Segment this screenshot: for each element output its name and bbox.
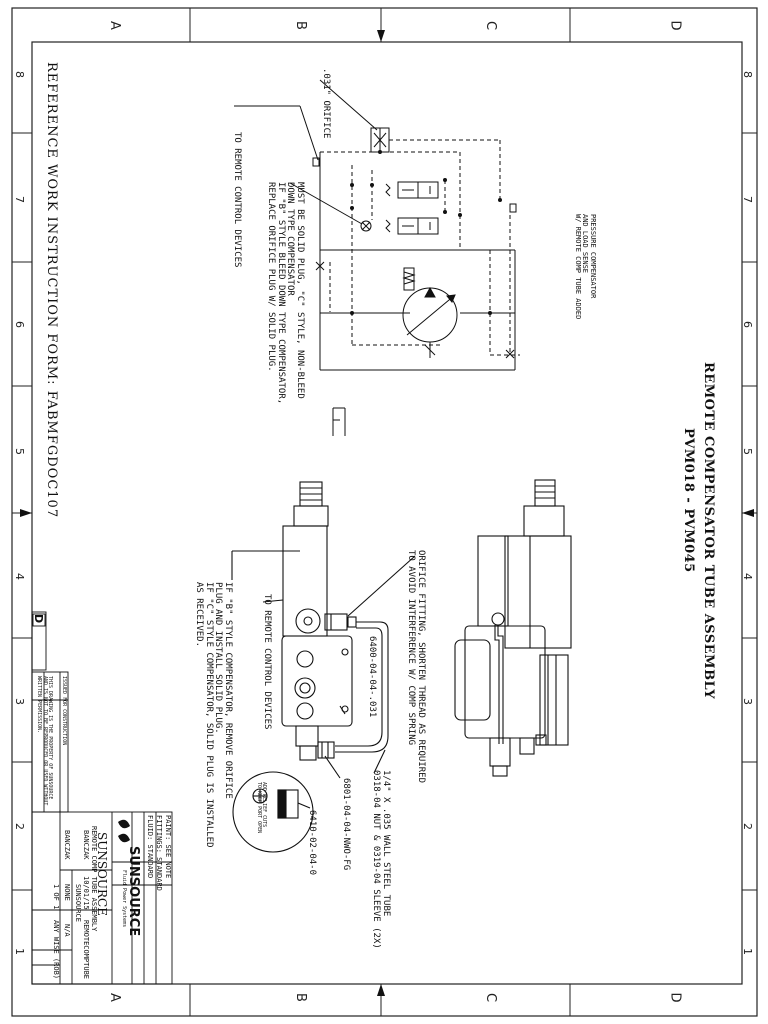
drawing-title: REMOTE COMPENSATOR TUBE ASSEMBLY: [701, 362, 716, 700]
zone-8-left: 8: [13, 71, 26, 78]
relief-cuts-note: ADD RELIEF CUTS TO KEEP PORT OPEN: [255, 782, 267, 834]
orifice-label: .031" ORIFICE: [321, 68, 331, 139]
zone-2-right: 2: [741, 823, 754, 830]
title-block: [31, 611, 173, 985]
tb-drawing-size: ANY WISE (ROB): [52, 920, 60, 980]
zone-6-left: 6: [13, 321, 26, 328]
remote-control-label-bottom: TO REMOTE CONTROL DEVICES: [262, 594, 272, 730]
side-view: [454, 479, 572, 777]
part-6400-label: 6400-04-04-.031: [367, 636, 377, 718]
zone-c-bottom: C: [483, 992, 499, 1003]
tb-fittings: FITTINGS: STANDARD: [155, 815, 163, 891]
zone-5-right: 5: [741, 448, 754, 455]
size-badge: D: [32, 614, 45, 624]
zone-d-top: D: [667, 20, 683, 31]
zone-a-top: A: [106, 21, 122, 30]
hydraulic-schematic: [234, 79, 520, 436]
tb-title-text: REMOTE COMP TUBE ASSEMBLY: [90, 826, 98, 932]
part-6801-label: 6801-04-04-NWO-FG: [341, 778, 351, 871]
tb-rev-entry: ISSUED FOR CONSTRUCTION: [61, 676, 67, 746]
tb-paint: PAINT: SEE NOTE: [164, 815, 172, 879]
outer-border: [11, 7, 758, 1017]
sunsource-logo-mark: [118, 819, 130, 843]
detail-circle: [232, 771, 314, 853]
tb-checked-by: BANCZAK: [63, 830, 71, 860]
zone-7-right: 7: [741, 196, 754, 203]
zone-6-right: 6: [741, 321, 754, 328]
zone-b-top: B: [292, 21, 308, 30]
tb-date: 10/01/15: [82, 876, 90, 910]
tube-note: 1/4" X .035 WALL STEEL TUBE 0318-04 NUT …: [371, 770, 391, 949]
solid-plug-note: MUST BE SOLID PLUG, "C" STYLE, NON-BLEED…: [265, 182, 305, 405]
zone-1-left: 1: [13, 948, 26, 955]
zone-2-left: 2: [13, 823, 26, 830]
tb-scale: NONE: [63, 884, 71, 901]
part-6410-label: 6410-02-04-0: [307, 810, 317, 876]
zone-5-left: 5: [13, 448, 26, 455]
remote-control-label-top: TO REMOTE CONTROL DEVICES: [232, 132, 242, 268]
zone-d-bottom: D: [667, 992, 683, 1003]
zone-3-right: 3: [741, 698, 754, 705]
drawing-subtitle: PVM018 - PVM045: [681, 428, 696, 573]
zone-3-left: 3: [13, 698, 26, 705]
zone-8-right: 8: [741, 71, 754, 78]
tb-dwg-no: REMOTECOMPTUBE: [82, 920, 90, 980]
pressure-note: PRESSURE COMPENSATOR AND LOAD SENSE W/ R…: [573, 214, 597, 320]
zone-1-right: 1: [741, 948, 754, 955]
b-style-note: IF "B" STYLE COMPENSATOR, REMOVE ORIFICE…: [193, 582, 233, 848]
tb-sheet: 1 OF 1: [52, 884, 60, 910]
zone-4-right: 4: [741, 573, 754, 580]
tb-disclaimer: THIS DRAWING IS THE PROPERTY OF SUNSOURC…: [36, 676, 53, 806]
tb-customer: SUNSOURCE: [74, 884, 82, 922]
tb-rev: N/A: [63, 924, 71, 937]
tb-drawn-by: BANCZAK: [82, 830, 90, 860]
tb-logo: SUNSOURCE: [126, 846, 141, 937]
zone-4-left: 4: [13, 573, 26, 580]
reference-form: REFERENCE WORK INSTRUCTION FORM: FABMFGD…: [44, 62, 59, 519]
zone-b-bottom: B: [292, 993, 308, 1002]
orifice-fitting-note: ORIFICE FITTING, SHORTEN THREAD AS REQUI…: [406, 550, 426, 783]
tb-logo-tagline: Fluid Power Systems: [121, 870, 127, 928]
zone-7-left: 7: [13, 196, 26, 203]
zone-c-top: C: [483, 20, 499, 31]
zone-a-bottom: A: [106, 993, 122, 1002]
center-marks: [20, 30, 754, 996]
compensator-assembly: [231, 481, 416, 853]
tb-fluid: FLUID: STANDARD: [146, 815, 154, 879]
